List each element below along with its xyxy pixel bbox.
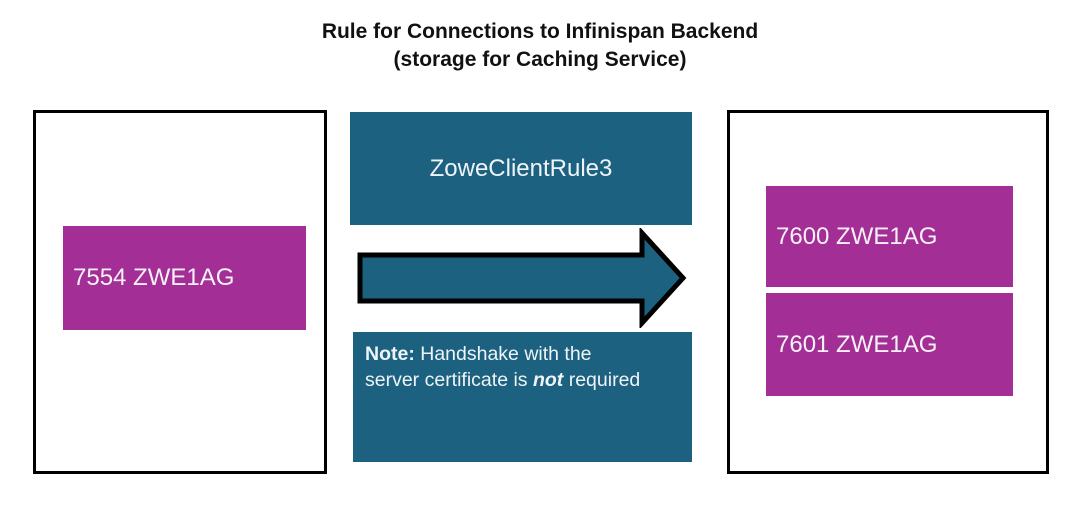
note-emphasis: not [532, 369, 564, 391]
diagram-title: Rule for Connections to Infinispan Backe… [0, 18, 1080, 74]
backend-port-box-1: 7600 ZWE1AG [766, 186, 1013, 287]
backend-port-label-1: 7600 ZWE1AG [776, 222, 938, 250]
backend-port-box-2: 7601 ZWE1AG [766, 293, 1013, 396]
right-arrow-icon [357, 228, 687, 328]
rule-name-box: ZoweClientRule3 [350, 112, 692, 225]
client-port-box: 7554 ZWE1AG [63, 226, 306, 330]
client-container-box: 7554 ZWE1AG [33, 110, 327, 474]
diagram-title-line2: (storage for Caching Service) [393, 48, 687, 71]
note-suffix: required [563, 369, 641, 391]
diagram-title-line1: Rule for Connections to Infinispan Backe… [321, 20, 759, 43]
note-prefix: Note: [365, 343, 415, 365]
note-box: Note: Handshake with the server certific… [353, 332, 692, 462]
rule-name-label: ZoweClientRule3 [429, 154, 613, 182]
client-port-label: 7554 ZWE1AG [73, 264, 235, 291]
backend-port-label-2: 7601 ZWE1AG [776, 330, 938, 358]
note-body: Handshake with the server certificate is [365, 343, 592, 391]
backend-container-box: 7600 ZWE1AG 7601 ZWE1AG [727, 110, 1049, 474]
